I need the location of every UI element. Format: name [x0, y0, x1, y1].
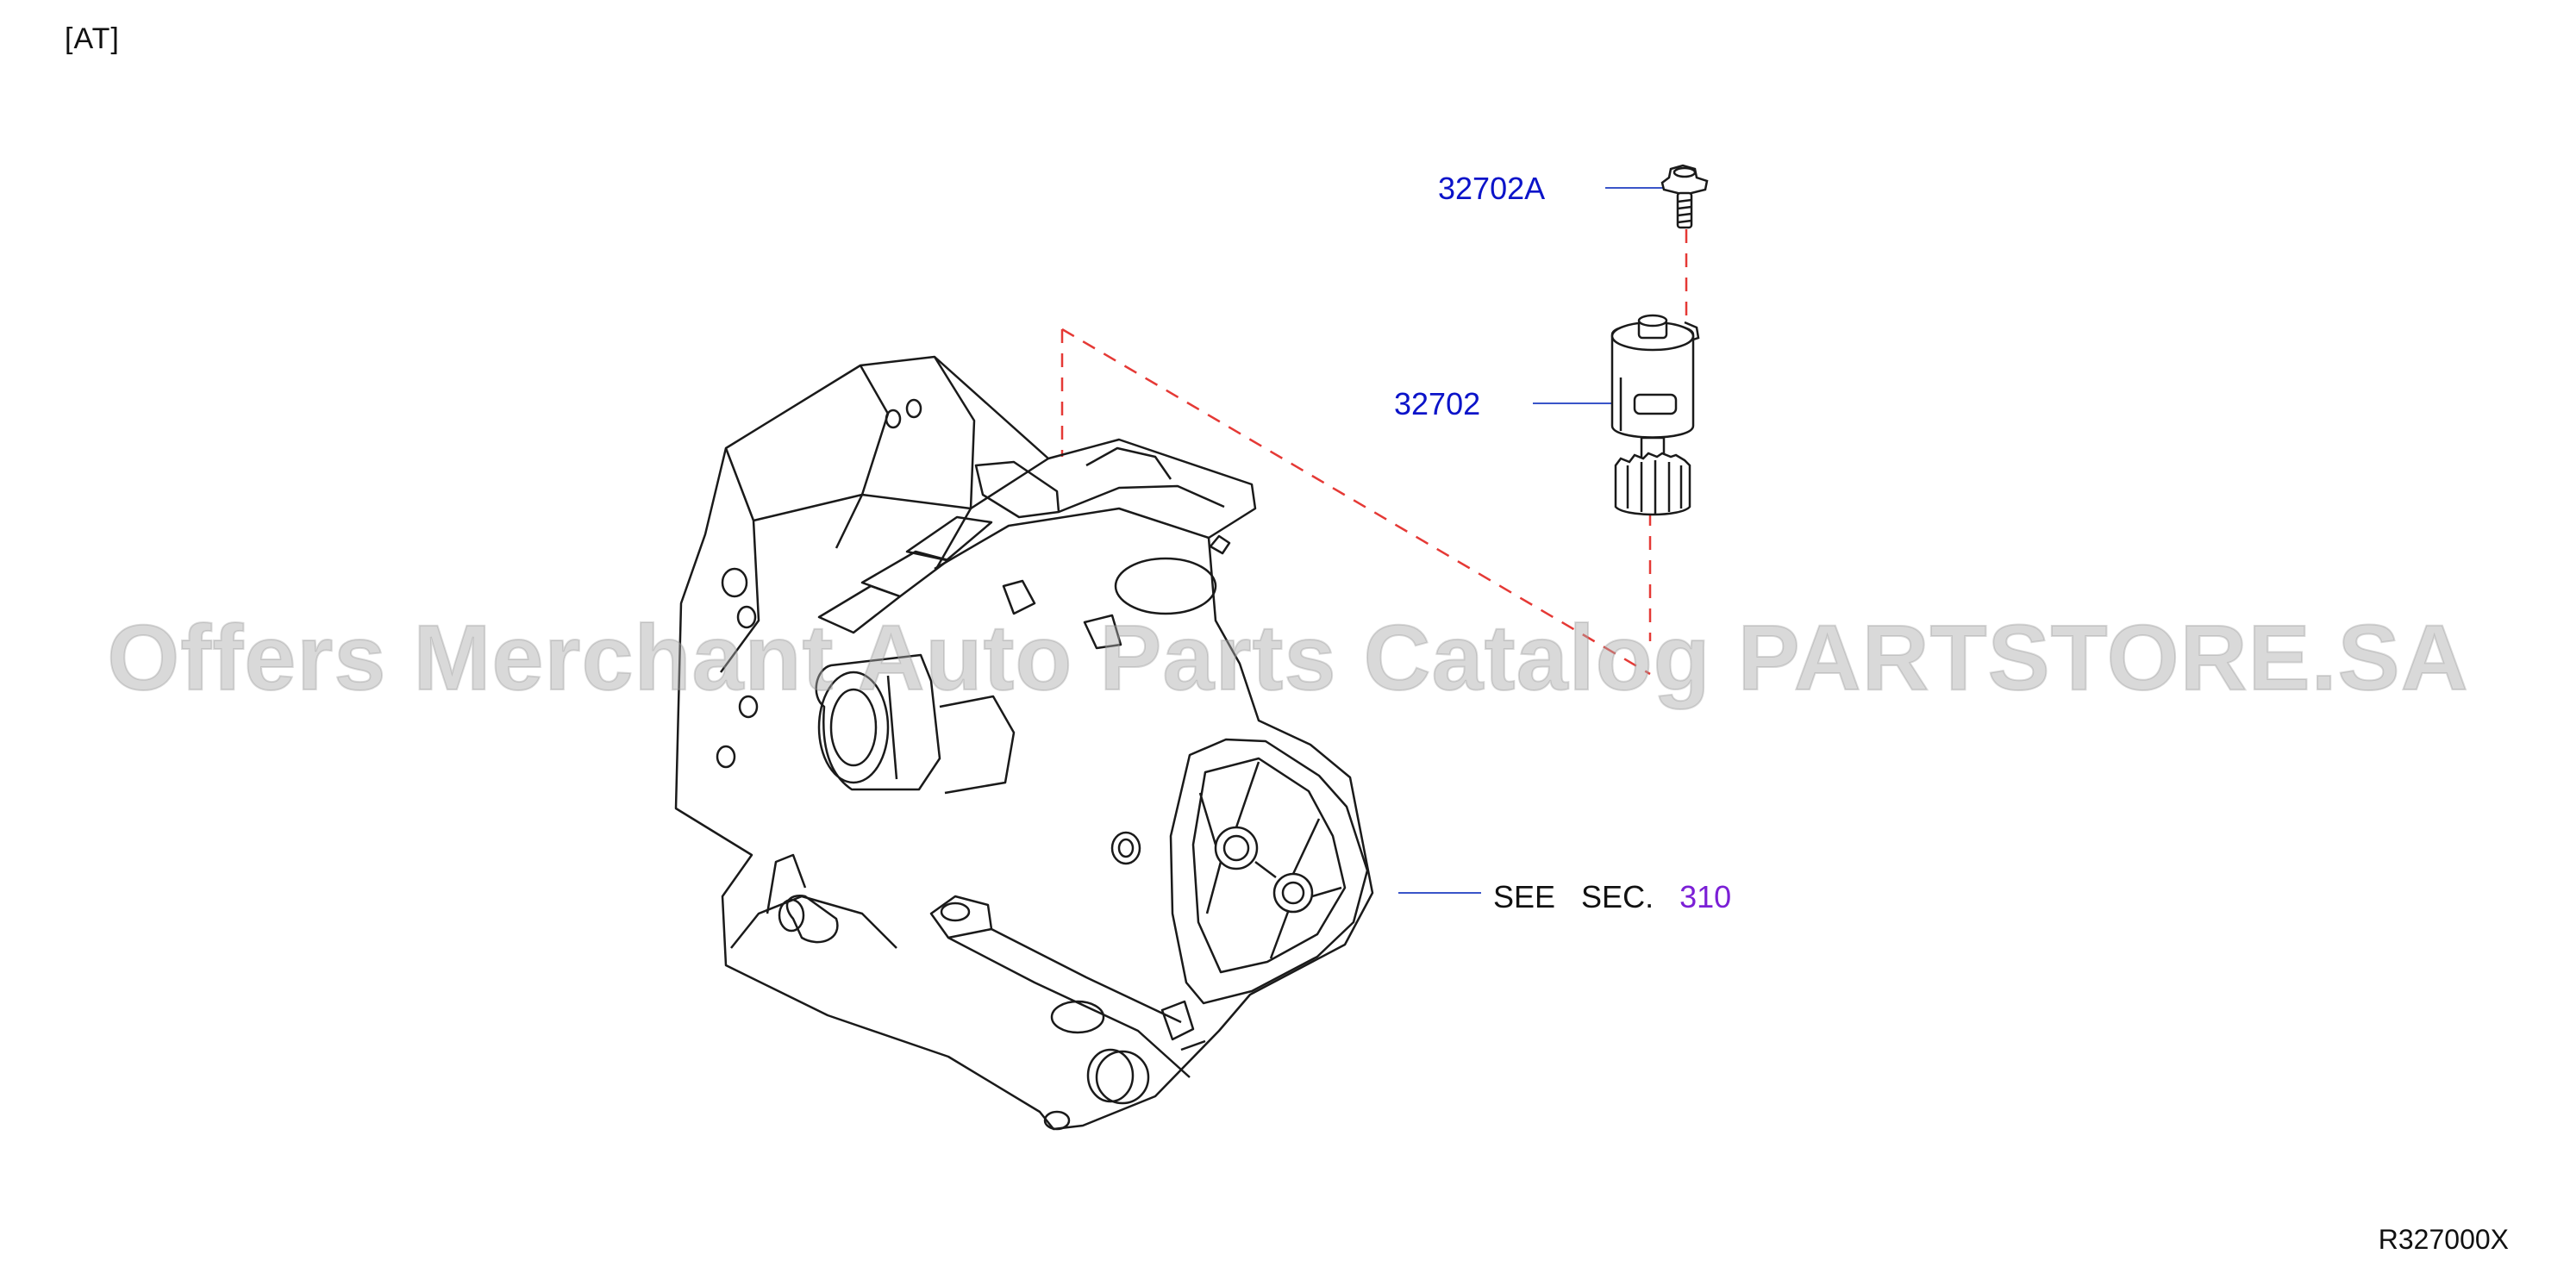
watermark: Offers Merchant Auto Parts Catalog PARTS…: [106, 604, 2469, 710]
speed-sensor-icon[interactable]: [1610, 314, 1700, 516]
section-reference-link[interactable]: 310: [1679, 879, 1732, 914]
leader-lines: [1398, 187, 1664, 894]
part-number-speed-sensor[interactable]: 32702: [1394, 386, 1481, 421]
part-number-bolt[interactable]: 32702A: [1438, 171, 1546, 206]
transaxle-drawing[interactable]: [674, 355, 1374, 1131]
diagram-code: R327000X: [2378, 1224, 2509, 1255]
page-tag: [AT]: [65, 22, 120, 55]
section-reference-prefix: SEE SEC.: [1493, 879, 1680, 914]
bolt-icon[interactable]: [1660, 164, 1709, 229]
section-reference: SEE SEC. 310: [1493, 879, 1731, 915]
assembly-dashed-lines: [1060, 205, 1688, 676]
